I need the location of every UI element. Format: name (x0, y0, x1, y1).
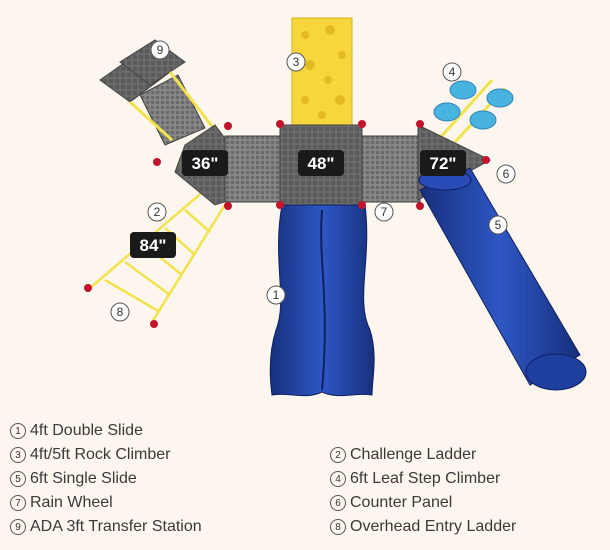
svg-text:7: 7 (381, 205, 388, 219)
rock-climber (291, 17, 353, 129)
callout-7: 7 (374, 202, 394, 222)
callout-1: 1 (266, 285, 286, 305)
size-label-72: 72" (420, 150, 466, 176)
callout-8: 8 (110, 302, 130, 322)
legend-spacer (330, 420, 590, 442)
leaf-step-climber (433, 78, 514, 144)
size-label-48: 48" (298, 150, 344, 176)
size-label-84: 84" (130, 232, 176, 258)
callout-9: 9 (150, 40, 170, 60)
size-label-36: 36" (182, 150, 228, 176)
callout-4: 4 (442, 62, 462, 82)
svg-text:9: 9 (157, 43, 164, 57)
callout-6: 6 (496, 164, 516, 184)
callout-5: 5 (488, 215, 508, 235)
svg-text:8: 8 (117, 305, 124, 319)
svg-text:2: 2 (154, 205, 161, 219)
svg-text:6: 6 (503, 167, 510, 181)
playground-diagram: 36" 48" 72" 84" 1 2 3 4 5 6 7 8 9 (84, 17, 587, 397)
svg-text:3: 3 (293, 55, 300, 69)
svg-text:72": 72" (430, 154, 457, 173)
callout-3: 3 (286, 52, 306, 72)
svg-text:36": 36" (192, 154, 219, 173)
svg-text:5: 5 (495, 218, 502, 232)
callout-2: 2 (147, 202, 167, 222)
single-slide (418, 167, 587, 391)
svg-text:4: 4 (449, 65, 456, 79)
svg-text:1: 1 (273, 288, 280, 302)
double-slide (269, 204, 375, 397)
svg-text:84": 84" (140, 236, 167, 255)
post-caps (84, 120, 490, 328)
svg-text:48": 48" (308, 154, 335, 173)
